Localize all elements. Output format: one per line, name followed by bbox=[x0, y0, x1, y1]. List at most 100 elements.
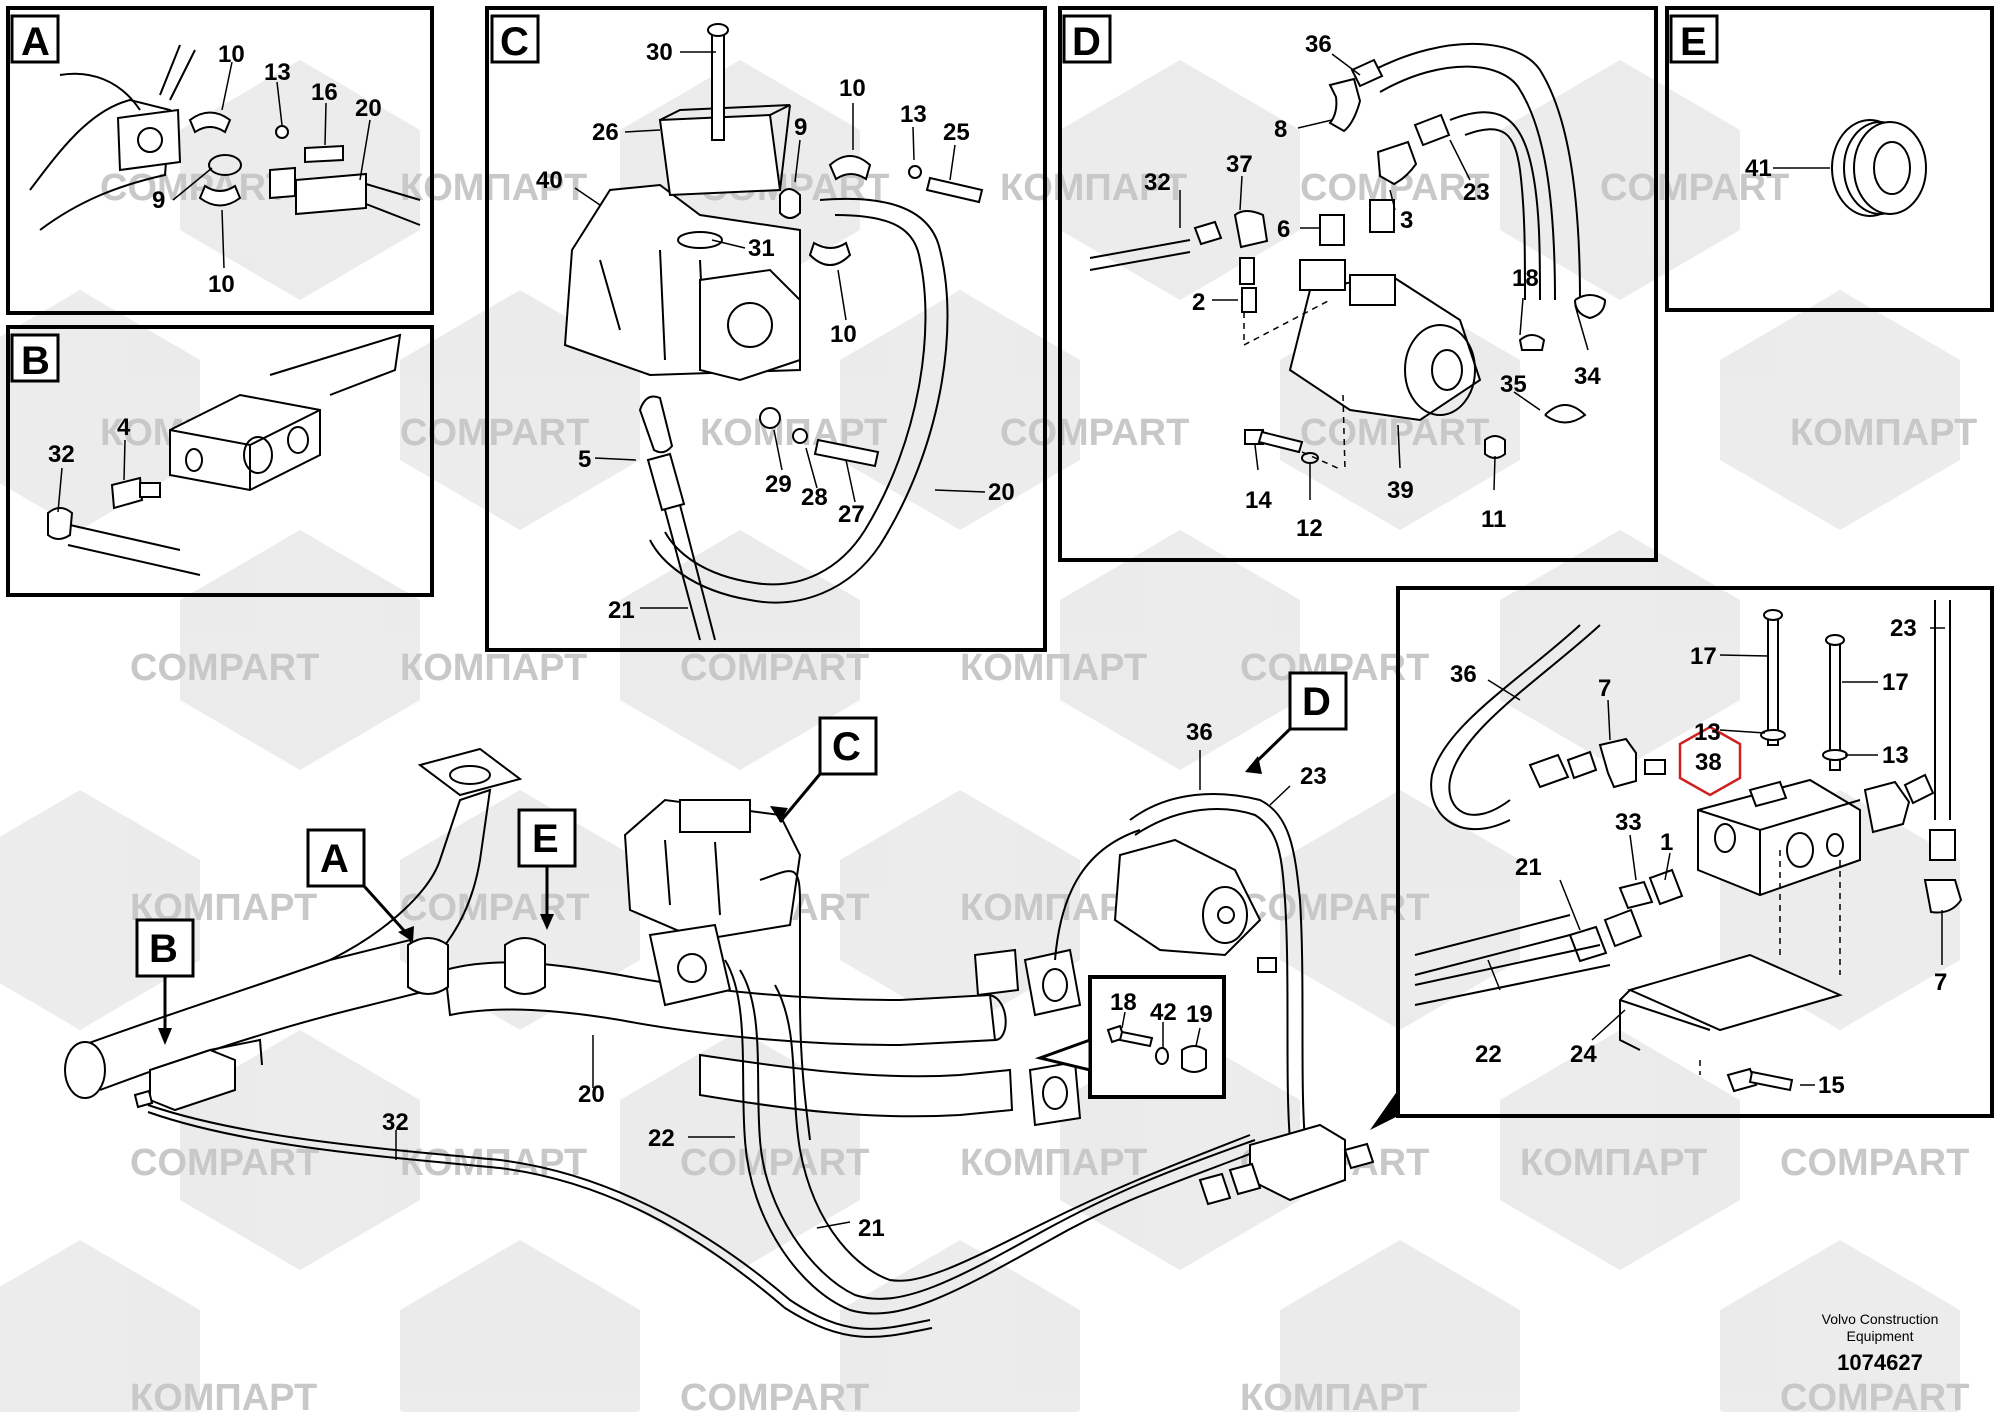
callout-number: 12 bbox=[1296, 515, 1323, 542]
callout-number: 10 bbox=[839, 75, 866, 102]
callout-number: 39 bbox=[1387, 477, 1414, 504]
detail-panel-e: E 41 bbox=[1665, 6, 1994, 312]
drawing-footer: Volvo Construction Equipment 1074627 bbox=[1822, 1311, 1939, 1375]
callout-number: 4 bbox=[117, 414, 131, 441]
detail-panel-a: A 10 13 16 20 9 bbox=[6, 6, 434, 315]
callout-number: 10 bbox=[830, 321, 857, 348]
ref-tag-a: A bbox=[320, 837, 349, 881]
callout-number: 11 bbox=[1481, 506, 1506, 533]
callout-number: 33 bbox=[1615, 809, 1642, 836]
callout-number: 17 bbox=[1690, 643, 1717, 670]
callout-number: 21 bbox=[1515, 854, 1542, 881]
callout-number: 30 bbox=[646, 39, 673, 66]
watermark-text: COMPART bbox=[1300, 412, 1489, 454]
watermark-text: КОМПАРТ bbox=[1790, 412, 1977, 454]
callout-number: 8 bbox=[1274, 116, 1287, 143]
watermark-text: КОМПАРТ bbox=[1520, 1142, 1707, 1184]
callout-number: 34 bbox=[1574, 363, 1601, 390]
ref-tag-b: B bbox=[149, 927, 178, 971]
panel-tag bbox=[10, 333, 60, 383]
watermark-text: COMPART bbox=[400, 412, 589, 454]
callout-number: 20 bbox=[988, 479, 1015, 506]
watermark-text: КОМПАРТ bbox=[130, 1377, 317, 1412]
callout-number: 21 bbox=[608, 597, 635, 624]
callout-number: 27 bbox=[838, 501, 865, 528]
watermark-text: COMPART bbox=[130, 647, 319, 689]
grommet-illustration bbox=[1831, 119, 1927, 217]
callout-number: 18 bbox=[1512, 265, 1539, 292]
ref-tag-c: C bbox=[832, 725, 861, 769]
callouts-valve: 23 36 7 17 17 13 13 38 33 1 21 22 24 15 … bbox=[1450, 615, 1947, 1099]
panel-label-d: D bbox=[1072, 20, 1101, 64]
gear-pump-illustration bbox=[563, 23, 984, 641]
callout-number: 26 bbox=[592, 119, 619, 146]
watermark-text: COMPART bbox=[680, 1142, 869, 1184]
callout-number: 17 bbox=[1882, 669, 1909, 696]
panel-tag bbox=[10, 14, 60, 64]
ref-tag-e: E bbox=[532, 817, 559, 861]
main-reference-tags: C D A E B bbox=[135, 671, 1348, 1045]
callout-number: 20 bbox=[578, 1081, 605, 1108]
watermark-text: COMPART bbox=[680, 647, 869, 689]
callout-number: 36 bbox=[1305, 31, 1332, 58]
fastener-detail-box bbox=[1088, 975, 1226, 1099]
detail-panel-d: D bbox=[1058, 6, 1658, 562]
callouts-a: 10 13 16 20 9 10 bbox=[152, 41, 382, 298]
main-assembly bbox=[64, 747, 1375, 1338]
sensor-block-illustration bbox=[47, 333, 402, 576]
watermark-text: КОМПАРТ bbox=[400, 1142, 587, 1184]
callout-number: 14 bbox=[1245, 487, 1272, 514]
watermark-text: COMPART bbox=[1780, 1377, 1969, 1412]
callout-number: 3 bbox=[1400, 207, 1413, 234]
panel-label-a: A bbox=[21, 20, 50, 64]
watermark-text: COMPART bbox=[400, 887, 589, 929]
callouts-d: 36 8 37 32 6 3 23 2 18 34 35 14 12 39 11 bbox=[1144, 31, 1601, 542]
callout-number: 25 bbox=[943, 119, 970, 146]
callout-number: 6 bbox=[1277, 216, 1290, 243]
callout-number: 16 bbox=[311, 79, 338, 106]
panel-tag bbox=[1062, 14, 1112, 64]
callout-number: 35 bbox=[1500, 371, 1527, 398]
callout-number: 22 bbox=[648, 1125, 675, 1152]
panel-label-b: B bbox=[21, 339, 50, 383]
watermark-text: КОМПАРТ bbox=[400, 647, 587, 689]
detail-panel-valve: 23 36 7 17 17 13 13 38 33 1 21 22 24 15 … bbox=[1370, 586, 1994, 1130]
callout-number: 20 bbox=[355, 95, 382, 122]
callout-number: 38 bbox=[1695, 749, 1722, 776]
callout-number: 42 bbox=[1150, 999, 1177, 1026]
callout-number: 37 bbox=[1226, 151, 1253, 178]
watermark-text: COMPART bbox=[100, 167, 289, 209]
hydraulic-motor-illustration bbox=[1089, 42, 1607, 471]
callout-number: 7 bbox=[1934, 969, 1947, 996]
callouts-b: 32 4 bbox=[48, 414, 131, 513]
callout-number: 21 bbox=[858, 1215, 885, 1242]
valve-block-illustration bbox=[1414, 600, 1963, 1093]
callout-number: 23 bbox=[1463, 179, 1490, 206]
callout-number: 10 bbox=[208, 271, 235, 298]
watermark-text: КОМПАРТ bbox=[960, 647, 1147, 689]
watermark-layer: COMPART КОМПАРТ COMPART КОМПАРТ COMPART … bbox=[0, 60, 1977, 1412]
detail-panel-c: C bbox=[485, 6, 1047, 652]
callout-number: 29 bbox=[765, 471, 792, 498]
company-name-line2: Equipment bbox=[1847, 1328, 1914, 1344]
watermark-text: COMPART bbox=[1240, 887, 1429, 929]
callout-number: 9 bbox=[794, 114, 807, 141]
watermark-text: COMPART bbox=[1780, 1142, 1969, 1184]
callout-number: 36 bbox=[1450, 661, 1477, 688]
callout-number: 36 bbox=[1186, 719, 1213, 746]
company-name-line1: Volvo Construction bbox=[1822, 1311, 1939, 1327]
watermark-text: COMPART bbox=[130, 1142, 319, 1184]
callout-number: 23 bbox=[1890, 615, 1917, 642]
callout-number: 40 bbox=[536, 167, 563, 194]
callout-number: 32 bbox=[48, 441, 75, 468]
callout-number: 23 bbox=[1300, 763, 1327, 790]
callout-number: 5 bbox=[578, 446, 591, 473]
detail-panel-b: B 32 4 bbox=[6, 325, 434, 597]
panel-tag bbox=[490, 14, 540, 64]
callout-number: 28 bbox=[801, 484, 828, 511]
callout-number: 13 bbox=[900, 101, 927, 128]
callout-number: 18 bbox=[1110, 989, 1137, 1016]
callout-number: 24 bbox=[1570, 1041, 1597, 1068]
callout-number: 13 bbox=[264, 59, 291, 86]
